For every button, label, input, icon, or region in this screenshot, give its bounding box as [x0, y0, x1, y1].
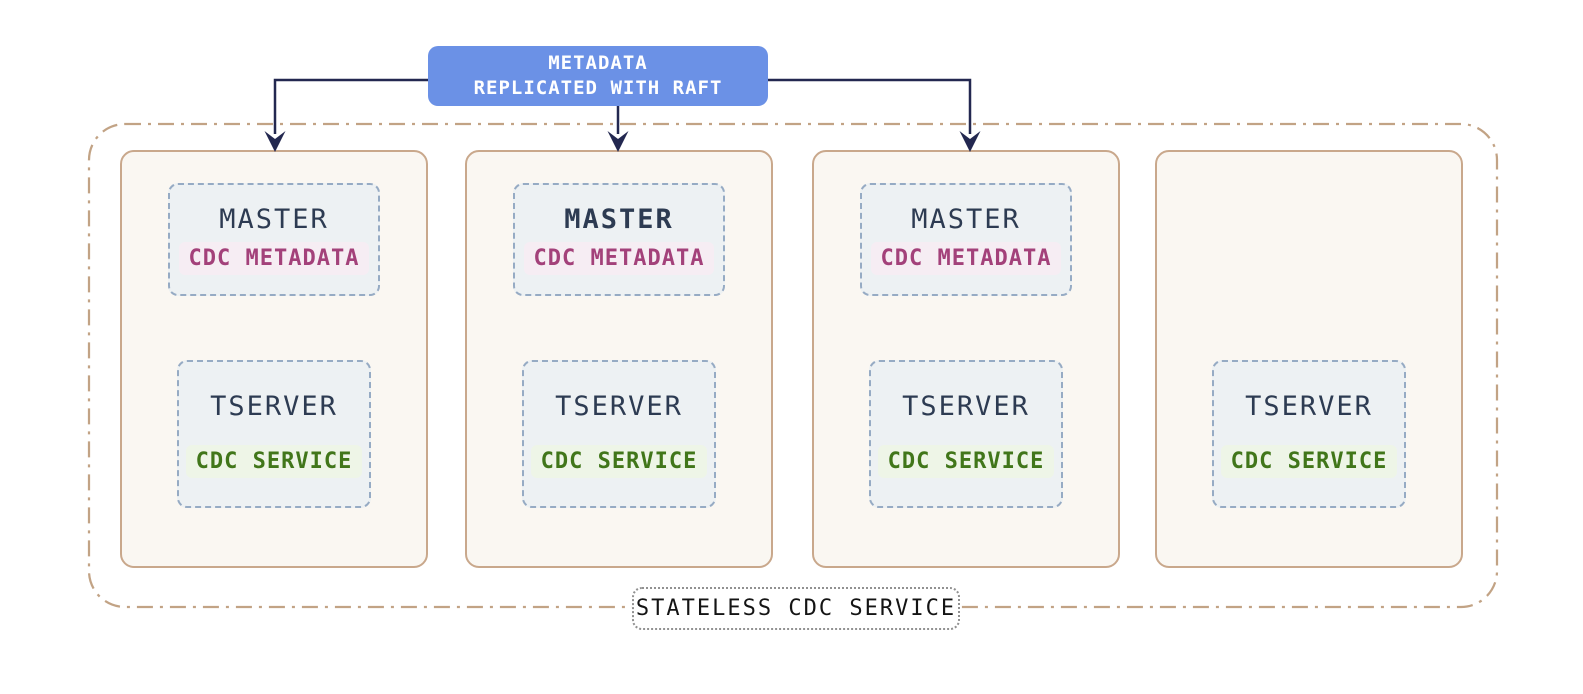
cdc-metadata-badge: CDC METADATA — [178, 242, 370, 275]
tserver-label: TSERVER — [902, 390, 1030, 422]
banner-line-2: REPLICATED WITH RAFT — [473, 77, 723, 99]
node-box-1: MASTER CDC METADATA TSERVER CDC SERVICE — [120, 150, 428, 568]
node-box-4: TSERVER CDC SERVICE — [1155, 150, 1463, 568]
node-box-2: MASTER CDC METADATA TSERVER CDC SERVICE — [465, 150, 773, 568]
cdc-metadata-badge: CDC METADATA — [523, 242, 715, 275]
master-leader-label: MASTER — [564, 204, 674, 235]
node-box-3: MASTER CDC METADATA TSERVER CDC SERVICE — [812, 150, 1120, 568]
cdc-service-badge: CDC SERVICE — [1220, 444, 1398, 478]
master-box: MASTER CDC METADATA — [168, 183, 380, 296]
banner-line-1: METADATA — [548, 52, 648, 74]
master-label: MASTER — [911, 204, 1021, 235]
tserver-label: TSERVER — [210, 390, 338, 422]
master-box: MASTER CDC METADATA — [513, 183, 725, 296]
cdc-service-badge: CDC SERVICE — [185, 444, 363, 478]
stateless-cdc-service-label: STATELESS CDC SERVICE — [632, 587, 960, 630]
arrow-heads — [264, 131, 981, 152]
tserver-box: TSERVER CDC SERVICE — [177, 360, 371, 508]
master-label: MASTER — [219, 204, 329, 235]
cdc-service-badge: CDC SERVICE — [877, 444, 1055, 478]
cdc-service-badge: CDC SERVICE — [530, 444, 708, 478]
tserver-box: TSERVER CDC SERVICE — [522, 360, 716, 508]
tserver-box: TSERVER CDC SERVICE — [1212, 360, 1406, 508]
cdc-metadata-badge: CDC METADATA — [870, 242, 1062, 275]
tserver-label: TSERVER — [555, 390, 683, 422]
master-box: MASTER CDC METADATA — [860, 183, 1072, 296]
tserver-label: TSERVER — [1245, 390, 1373, 422]
tserver-box: TSERVER CDC SERVICE — [869, 360, 1063, 508]
metadata-raft-banner: METADATA REPLICATED WITH RAFT — [428, 46, 768, 106]
